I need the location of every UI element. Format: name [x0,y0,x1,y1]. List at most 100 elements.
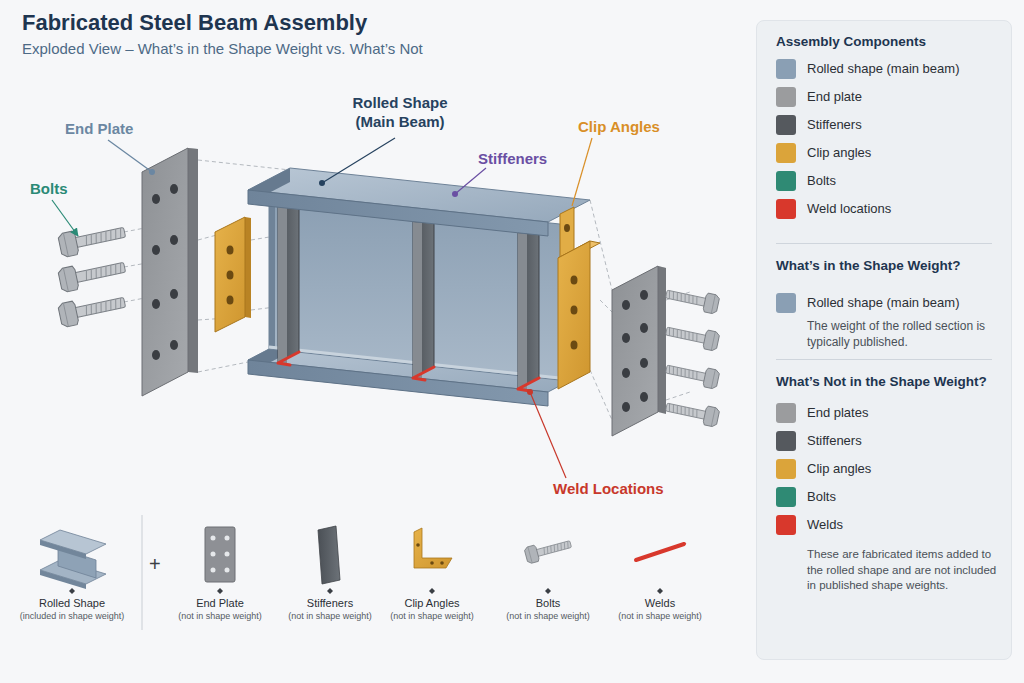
clip-angle [215,217,251,332]
bolt-symbol [58,221,128,328]
bullet-diamond [657,588,663,594]
bolt-symbol [58,221,128,258]
leader-line [455,168,486,194]
item-note: (not in shape weight) [360,611,504,622]
legend-text: Stiffeners [807,433,862,449]
legend-text: Bolts [807,173,836,189]
panel-heading: What’s in the Shape Weight? [776,257,1008,275]
leader-line [572,138,592,206]
guide-line [590,370,612,420]
stiffener [413,211,434,378]
callout-label: End Plate [65,120,133,139]
item-note: (not in shape weight) [258,611,402,622]
legend-text: Bolts [807,489,836,505]
end-plate [658,266,666,414]
guide-line [666,392,690,400]
end-plate-icon [211,568,216,573]
stiffener-icon [318,526,340,584]
clip-angle [227,271,234,280]
end-plate [612,266,658,436]
callout-label: Rolled Shape (Main Beam) [335,94,465,132]
clip-angle [564,224,570,232]
legend-text: End plates [807,405,868,421]
clip-angle-icon [440,561,444,565]
end-plate [170,235,178,245]
clip-angle [571,276,578,285]
item-name: Welds [588,597,732,611]
guide-line [198,160,290,170]
end-plate [170,289,178,299]
item-name: Rolled Shape [0,597,144,611]
end-plate [170,184,178,194]
weld-line [518,378,539,391]
legend-swatch [776,59,796,79]
panel-heading: Assembly Components [776,33,1008,51]
end-plate [188,148,198,373]
clip-angle-icon [430,561,434,565]
leader-line [530,392,566,478]
rolled-beam [248,190,548,236]
legend-text: Rolled shape (main beam) [807,61,959,77]
end-plate-icon [205,527,235,582]
legend-swatch [776,87,796,107]
item-name: End Plate [148,597,292,611]
panel-note: These are fabricated items added to the … [807,547,1005,594]
item-name: Clip Angles [360,597,504,611]
bolt-symbol [664,285,720,315]
weld-line [413,367,434,380]
bullet-diamond [217,588,223,594]
stiffener [278,196,299,363]
legend-swatch [776,515,796,535]
end-plate [622,402,630,412]
end-plate [640,290,648,300]
divider-line [142,515,143,630]
bolt-icon [524,536,573,564]
plus-sign: + [149,552,161,577]
legend-text: Welds [807,517,843,533]
bolt-symbol [664,322,720,352]
end-plate-icon [225,552,230,557]
legend-swatch [776,171,796,191]
item-note: (not in shape weight) [148,611,292,622]
rolled-shape-icon [40,530,106,589]
bullet-diamond [429,588,435,594]
clip-angle-icon [414,528,452,568]
end-plate [152,194,160,204]
end-plate-icon [211,536,216,541]
rolled-shape-icon [40,540,86,559]
callout-label: Clip Angles [578,118,660,137]
item-name: Bolts [476,597,620,611]
clip-angle [227,296,234,305]
guide-line [198,362,248,372]
stiffener-icon [318,526,340,584]
end-plate-icon [211,552,216,557]
rolled-beam [248,168,590,236]
end-plate [640,323,648,333]
legend-swatch [776,431,796,451]
leader-dot [149,169,155,175]
legend-text: Clip angles [807,461,871,477]
item-name: Stiffeners [258,597,402,611]
item-note: (not in shape weight) [588,611,732,622]
end-plate [640,358,648,368]
end-plate [622,290,648,412]
end-plate [612,266,666,436]
rolled-beam [248,190,590,406]
bullet-diamond [545,588,551,594]
clip-angle-icon [416,543,420,547]
callout-label: Stiffeners [478,150,547,169]
clip-angle [227,246,234,305]
bullet-diamond [327,588,333,594]
legend-swatch [776,459,796,479]
leader-line [52,200,78,236]
panel-heading: What’s Not in the Shape Weight? [776,373,1008,391]
clip-angle-icon [414,528,452,568]
bolt-symbol [664,360,720,390]
bolt-symbol [664,285,720,428]
item-note: (not in shape weight) [476,611,620,622]
leader-line [108,140,152,172]
callout-label: Weld Locations [553,480,664,499]
diagram-subtitle: Exploded View – What’s in the Shape Weig… [22,40,423,59]
leader-dot [452,191,458,197]
end-plate [152,350,160,360]
